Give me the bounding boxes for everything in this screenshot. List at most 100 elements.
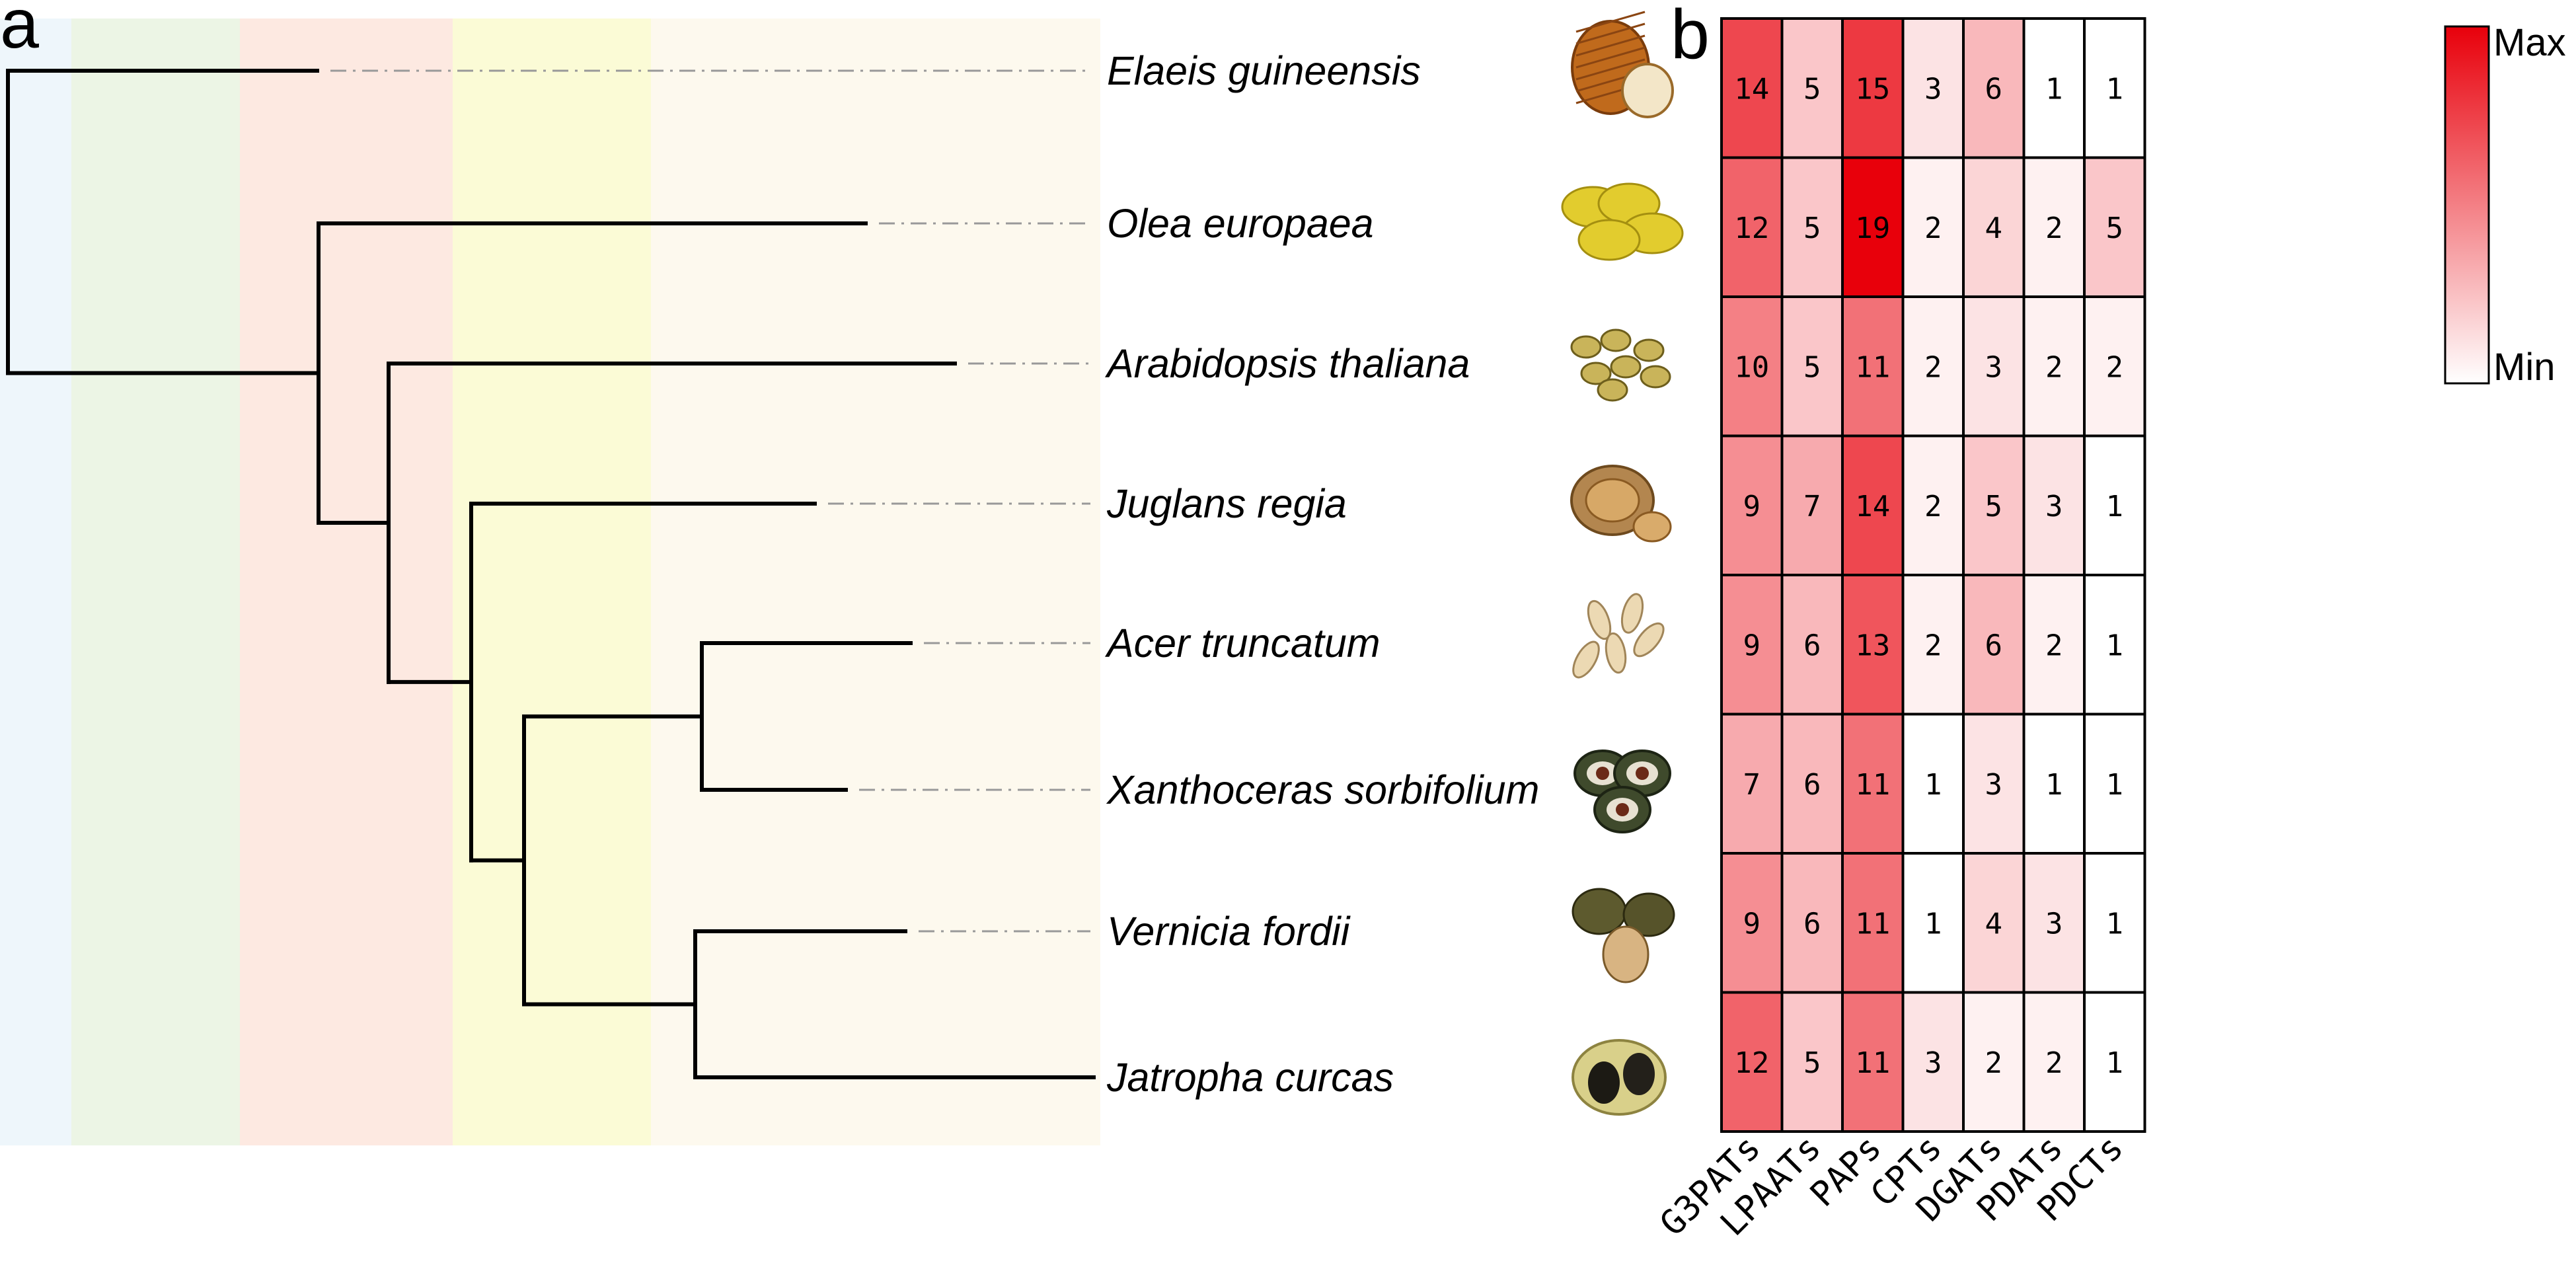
- heatmap-cell: [1962, 434, 2026, 576]
- heatmap-cell-value: 6: [1803, 768, 1821, 802]
- heatmap-cell: [1780, 156, 1844, 298]
- heatmap-cell: [1901, 712, 1965, 855]
- arabidopsis-seeds-photo: [1570, 328, 1671, 402]
- color-legend: Max Min: [2444, 21, 2566, 389]
- heatmap-cell-value: 11: [1855, 350, 1890, 384]
- heatmap-cell-value: 19: [1855, 212, 1890, 245]
- legend-max-label: Max: [2493, 21, 2566, 64]
- heatmap-cell: [2083, 852, 2146, 994]
- panel-b-label: b: [1671, 0, 1710, 73]
- heatmap-cell-value: 9: [1743, 907, 1761, 941]
- heatmap-cell: [1841, 156, 1905, 298]
- heatmap-cell-value: 11: [1855, 768, 1890, 802]
- heatmap-cell: [1841, 991, 1905, 1133]
- heatmap-cell-value: 2: [1985, 1046, 2003, 1080]
- heatmap-cell-value: 6: [1803, 629, 1821, 662]
- heatmap-cell-value: 2: [1924, 629, 1942, 662]
- heatmap-cell-value: 5: [1803, 212, 1821, 245]
- heatmap-cell-value: 1: [2106, 907, 2124, 941]
- heatmap-cell-value: 4: [1985, 907, 2003, 941]
- heatmap-cell-value: 1: [2106, 490, 2124, 523]
- heatmap-cell-value: 3: [1985, 350, 2003, 384]
- heatmap-cell-value: 1: [2106, 629, 2124, 662]
- heatmap-cell: [2022, 991, 2086, 1133]
- heatmap-cell-value: 5: [1985, 490, 2003, 523]
- jatropha-seeds-photo: [1572, 1039, 1667, 1116]
- species-label: Xanthoceras sorbifolium: [1106, 767, 1539, 812]
- heatmap-cell-value: 11: [1855, 1046, 1890, 1080]
- walnut-photo: [1570, 465, 1672, 543]
- heatmap-cell: [1901, 434, 1965, 576]
- heatmap-cell-value: 3: [2045, 490, 2063, 523]
- species-label: Acer truncatum: [1104, 621, 1381, 666]
- heatmap-cell: [1962, 852, 2026, 994]
- heatmap-cell-value: 6: [1985, 629, 2003, 662]
- tung-fruits-photo: [1572, 888, 1675, 983]
- heatmap-column-label: PAPs: [1803, 1128, 1889, 1215]
- heatmap-cell-value: 9: [1743, 629, 1761, 662]
- heatmap-cell-value: 12: [1734, 1046, 1769, 1080]
- heatmap-cell-value: 5: [2106, 212, 2124, 245]
- heatmap-cell-value: 1: [2106, 72, 2124, 106]
- heatmap-cell-value: 4: [1985, 212, 2003, 245]
- heatmap-cell: [1962, 17, 2026, 159]
- heatmap-cell-value: 15: [1855, 72, 1890, 106]
- heatmap-cell-value: 2: [2045, 212, 2063, 245]
- heatmap-cell-value: 12: [1734, 212, 1769, 245]
- heatmap-cell: [2083, 991, 2146, 1133]
- xanthoceras-seeds-photo: [1573, 750, 1671, 833]
- heatmap-cell-value: 1: [2106, 1046, 2124, 1080]
- heatmap-cell-value: 7: [1803, 490, 1821, 523]
- color-legend-bar: [2444, 25, 2490, 385]
- heatmap-cell-value: 11: [1855, 907, 1890, 941]
- heatmap-cell: [1901, 991, 1965, 1133]
- heatmap-cell-value: 13: [1855, 629, 1890, 662]
- heatmap-cell-value: 5: [1803, 350, 1821, 384]
- tree-background-bands: [0, 19, 1100, 1145]
- heatmap-cell-value: 2: [1924, 212, 1942, 245]
- heatmap-cell: [1720, 434, 1784, 576]
- heatmap-cell-value: 5: [1803, 1046, 1821, 1080]
- phylogenetic-tree: [6, 69, 1096, 1079]
- heatmap-cell-value: 14: [1734, 72, 1769, 106]
- heatmap-cell: [1841, 712, 1905, 855]
- species-label: Jatropha curcas: [1106, 1055, 1394, 1100]
- heatmap-cell-value: 1: [2045, 768, 2063, 802]
- heatmap-cell-value: 3: [2045, 907, 2063, 941]
- heatmap-cell-value: 2: [1924, 490, 1942, 523]
- heatmap-cell: [1901, 295, 1965, 438]
- heatmap-cell: [1841, 17, 1905, 159]
- heatmap-cell-value: 1: [1924, 907, 1942, 941]
- heatmap-cell-value: 1: [2106, 768, 2124, 802]
- acer-seeds-photo: [1572, 593, 1665, 679]
- heatmap-cell: [1780, 991, 1844, 1133]
- heatmap-cell: [1962, 574, 2026, 716]
- heatmap-cell-value: 2: [1924, 350, 1942, 384]
- heatmap-cell-value: 5: [1803, 72, 1821, 106]
- heatmap-cell: [1901, 17, 1965, 159]
- heatmap-cell: [2022, 156, 2086, 298]
- species-label: Vernicia fordii: [1107, 909, 1351, 954]
- heatmap-cell-value: 6: [1985, 72, 2003, 106]
- heatmap-cell-value: 10: [1734, 350, 1769, 384]
- legend-min-label: Min: [2493, 346, 2555, 389]
- heatmap-cell-value: 3: [1924, 72, 1942, 106]
- heatmap-cell: [1962, 156, 2026, 298]
- heatmap-cell: [2022, 17, 2086, 159]
- species-label: Olea europaea: [1107, 201, 1374, 246]
- salak-fruit-photo: [1571, 11, 1674, 118]
- species-label: Arabidopsis thaliana: [1104, 341, 1470, 386]
- heatmap-cell-value: 2: [2045, 629, 2063, 662]
- heatmap-cell: [1720, 574, 1784, 716]
- heatmap-cell: [1720, 991, 1784, 1133]
- heatmap-cell: [1720, 712, 1784, 855]
- panel-a-label: a: [0, 0, 39, 63]
- heatmap-cell-value: 9: [1743, 490, 1761, 523]
- heatmap-cell-value: 14: [1855, 490, 1890, 523]
- species-label: Elaeis guineensis: [1107, 48, 1421, 93]
- heatmap-cell: [2022, 574, 2086, 716]
